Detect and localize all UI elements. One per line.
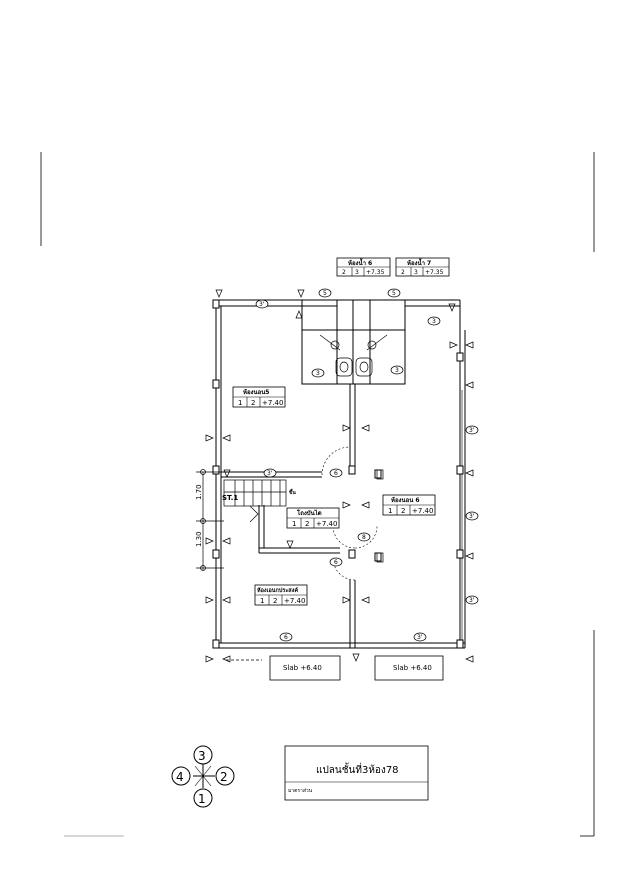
room-code: 1 [292, 520, 296, 528]
room-tag-hall: โถงบันได 1 2 +7.40 [286, 507, 340, 529]
wall-mark: 3' [417, 634, 423, 641]
wall-mark: 6 [284, 634, 288, 641]
wall-mark: 5 [323, 290, 327, 297]
wall-mark: 3 [316, 370, 320, 377]
wall-mark: 3' [259, 301, 265, 308]
room-code: 1 [260, 597, 264, 605]
key-plan-top: 3 [198, 749, 206, 763]
title-block [284, 745, 429, 801]
sheet-frame [40, 152, 595, 837]
wall-type-bubbles [255, 288, 479, 642]
room-name: ห้องเอนกประสงค์ [257, 586, 298, 594]
room-name: ห้องนอน5 [243, 388, 269, 396]
slab-outlines [226, 655, 444, 681]
wall-mark: 6 [334, 559, 338, 566]
wall-mark: 6 [334, 470, 338, 477]
room-tag-family: ห้องเอนกประสงค์ 1 2 +7.40 [254, 584, 308, 606]
dimension-2: 1.30 [195, 531, 203, 547]
walls [212, 299, 466, 649]
key-plan-right: 2 [220, 770, 228, 784]
stair [223, 479, 287, 523]
wall-mark: 5 [392, 290, 396, 297]
wall-mark: 3 [432, 318, 436, 325]
room-level: +7.40 [316, 520, 337, 528]
key-plan-bottom: 1 [198, 792, 206, 806]
door-swings [321, 446, 378, 581]
wall-mark: 3' [469, 513, 475, 520]
room-level: +7.40 [412, 507, 433, 515]
room-code: 2 [251, 399, 255, 407]
wall-mark: 3 [395, 367, 399, 374]
room-tag-bed6: ห้องนอน 6 1 2 +7.40 [382, 494, 436, 516]
wall-mark: 3' [469, 427, 475, 434]
outlet-symbol [376, 469, 384, 480]
room-code: 2 [273, 597, 277, 605]
room-level: +7.35 [366, 269, 385, 276]
section-markers [205, 289, 474, 663]
room-level: +7.40 [262, 399, 283, 407]
room-level: +7.40 [284, 597, 305, 605]
bathroom-fixtures [319, 334, 388, 377]
outlet-symbol [376, 552, 384, 563]
room-code: 2 [342, 269, 346, 276]
room-tag-bath7: ห้องน้ำ 7 2 3 +7.35 [395, 257, 450, 277]
room-name: โถงบันได [296, 509, 322, 517]
room-name: ห้องน้ำ 6 [348, 257, 372, 267]
room-code: 2 [401, 507, 405, 515]
room-code: 3 [414, 269, 418, 276]
dimension-1: 1.70 [195, 484, 203, 500]
wall-mark: 8 [362, 534, 366, 541]
room-name: ห้องน้ำ 7 [407, 257, 431, 267]
scale-label: มาตราส่วน [288, 788, 313, 794]
stair-direction-mark: ขึ้น [289, 487, 296, 496]
room-code: 1 [238, 399, 242, 407]
room-level: +7.35 [425, 269, 444, 276]
stair-tag: ST.1 [222, 494, 238, 502]
dimension-line [196, 469, 224, 571]
slab-label-2: Slab +6.40 [393, 664, 432, 672]
drawing-title: แปลนชั้นที่3ห้อง78 [316, 762, 399, 776]
wall-mark: 3' [267, 470, 273, 477]
room-name: ห้องนอน 6 [391, 496, 420, 504]
room-code: 3 [355, 269, 359, 276]
key-plan [171, 745, 235, 808]
room-code: 2 [401, 269, 405, 276]
wall-mark: 3' [469, 597, 475, 604]
room-code: 1 [388, 507, 392, 515]
room-tag-bed5: ห้องนอน5 1 2 +7.40 [232, 386, 286, 408]
key-plan-left: 4 [176, 770, 184, 784]
slab-label-1: Slab +6.40 [283, 664, 322, 672]
room-tag-bath6: ห้องน้ำ 6 2 3 +7.35 [336, 257, 391, 277]
room-code: 2 [305, 520, 309, 528]
